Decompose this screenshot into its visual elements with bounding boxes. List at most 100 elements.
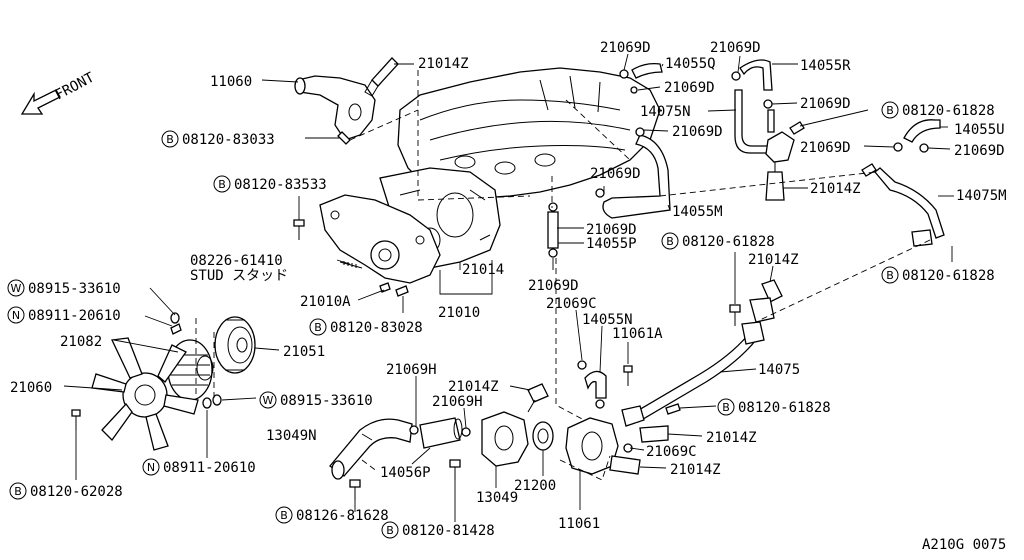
label-text: 14056P bbox=[380, 465, 431, 481]
label-prefix: B bbox=[218, 178, 226, 191]
label-text: 21010 bbox=[438, 305, 480, 321]
label-prefix-circle bbox=[661, 232, 679, 250]
label-prefix: B bbox=[280, 509, 288, 522]
part-label-21060: 21060 bbox=[10, 380, 52, 396]
part-label-14075M: 14075M bbox=[956, 188, 1007, 204]
label-text: 21200 bbox=[514, 478, 556, 494]
label-prefix: W bbox=[263, 394, 274, 407]
pipe-14075M bbox=[861, 163, 945, 247]
thermostat-housing-upper bbox=[294, 75, 376, 141]
label-text: 21069D bbox=[664, 80, 715, 96]
label-text: 08915-33610 bbox=[280, 393, 373, 409]
part-label-21069C-a: 21069C bbox=[546, 296, 597, 312]
pipe-13049N bbox=[329, 418, 413, 480]
label-text: 21069D bbox=[710, 40, 761, 56]
part-label-14055R: 14055R bbox=[800, 58, 851, 74]
label-prefix-circle bbox=[7, 306, 25, 324]
label-text: 08120-61828 bbox=[682, 234, 775, 250]
part-label-08120-61828-b: B 08120-61828 bbox=[661, 232, 775, 250]
part-label-11060: 11060 bbox=[210, 74, 252, 90]
label-text: 08911-20610 bbox=[28, 308, 121, 324]
part-label-21010A: 21010A bbox=[300, 294, 351, 310]
thermostat-housing-lower bbox=[565, 417, 669, 475]
part-label-21014: 21014 bbox=[462, 262, 504, 278]
label-prefix-circle bbox=[7, 279, 25, 297]
label-text: 21014Z bbox=[810, 181, 861, 197]
label-prefix-circle bbox=[259, 391, 277, 409]
label-text: 21010A bbox=[300, 294, 351, 310]
label-text: 21069H bbox=[386, 362, 437, 378]
part-label-21069D-3: 21069D bbox=[664, 80, 715, 96]
water-pump bbox=[319, 194, 441, 284]
hose-14055R bbox=[739, 59, 773, 91]
hose-14055P bbox=[547, 211, 559, 249]
label-prefix: B bbox=[666, 235, 674, 248]
label-text: 14055N bbox=[582, 312, 633, 328]
label-prefix: N bbox=[12, 309, 20, 322]
label-prefix-circle bbox=[881, 266, 899, 284]
washers-left bbox=[170, 312, 222, 409]
bolt-81428 bbox=[449, 459, 461, 480]
diagram-code: A210G 0075 bbox=[922, 537, 1006, 553]
sensor-21014Z-c bbox=[527, 383, 549, 413]
label-text: 11060 bbox=[210, 74, 252, 90]
label-text: 11061A bbox=[612, 326, 663, 342]
part-label-21069H-b: 21069H bbox=[432, 394, 483, 410]
sensor-21014Z-m bbox=[749, 279, 783, 323]
part-label-21069D-8: 21069D bbox=[590, 166, 641, 182]
part-label-08120-62028: B 08120-62028 bbox=[9, 482, 123, 500]
stud-61410 bbox=[339, 261, 363, 269]
label-prefix-circle bbox=[161, 130, 179, 148]
part-label-21200: 21200 bbox=[514, 478, 556, 494]
label-text: 21082 bbox=[60, 334, 102, 350]
part-label-13049N: 13049N bbox=[266, 428, 317, 444]
fan-blade bbox=[91, 337, 199, 451]
label-prefix-circle bbox=[142, 458, 160, 476]
part-label-11061A: 11061A bbox=[612, 326, 663, 342]
label-prefix: B bbox=[886, 269, 894, 282]
label-text: 14055R bbox=[800, 58, 851, 74]
label-text: 08120-62028 bbox=[30, 484, 123, 500]
part-label-08915-33610-b: W 08915-33610 bbox=[259, 391, 373, 409]
bolt-83028 bbox=[379, 282, 409, 297]
part-label-21014Z-top: 21014Z bbox=[418, 56, 469, 72]
label-text: 21069C bbox=[546, 296, 597, 312]
part-label-21069D-1: 21069D bbox=[600, 40, 651, 56]
part-label-08120-61828-d: B 08120-61828 bbox=[717, 398, 831, 416]
label-prefix: B bbox=[14, 485, 22, 498]
label-text: 21069D bbox=[800, 140, 851, 156]
label-text: 08120-61828 bbox=[738, 400, 831, 416]
label-text: 14055U bbox=[954, 122, 1005, 138]
sensor-21014Z-r bbox=[765, 162, 785, 201]
label-text: 08120-83028 bbox=[330, 320, 423, 336]
part-label-21014Z-b2: 21014Z bbox=[670, 462, 721, 478]
part-label-14055U: 14055U bbox=[954, 122, 1005, 138]
part-label-21014Z-c: 21014Z bbox=[448, 379, 499, 395]
label-text: 08120-83533 bbox=[234, 177, 327, 193]
label-prefix: B bbox=[722, 401, 730, 414]
part-label-13049: 13049 bbox=[476, 490, 518, 506]
part-label-08120-83533: B 08120-83533 bbox=[213, 175, 327, 193]
label-text: 13049N bbox=[266, 428, 317, 444]
label-text: 08911-20610 bbox=[163, 460, 256, 476]
fitting-right bbox=[765, 109, 805, 163]
part-label-21082: 21082 bbox=[60, 334, 102, 350]
part-label-21069D-5: 21069D bbox=[800, 140, 851, 156]
label-text: 21014Z bbox=[748, 252, 799, 268]
label-prefix: B bbox=[886, 104, 894, 117]
label-text: 08226-61410 bbox=[190, 253, 283, 269]
hose-14055M bbox=[602, 134, 671, 219]
label-prefix: W bbox=[11, 282, 22, 295]
front-cover bbox=[379, 167, 501, 269]
label-text: 21069D bbox=[590, 166, 641, 182]
label-text: 14055Q bbox=[665, 56, 716, 72]
label-text: 14055P bbox=[586, 236, 637, 252]
part-label-21069D-6: 21069D bbox=[672, 124, 723, 140]
part-label-14055Q: 14055Q bbox=[665, 56, 716, 72]
label-prefix-circle bbox=[381, 521, 399, 539]
pulley bbox=[214, 316, 256, 374]
bolt-83533 bbox=[293, 219, 305, 240]
part-label-21069D-10: 21069D bbox=[528, 278, 579, 294]
